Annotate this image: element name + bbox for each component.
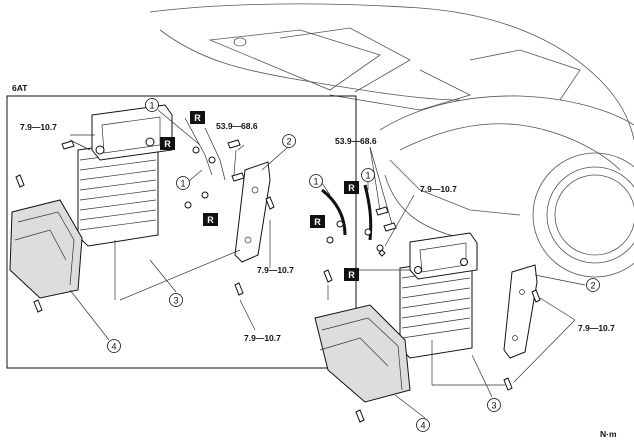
bracket (503, 264, 538, 359)
inset-bolts (15, 139, 275, 313)
svg-text:R: R (207, 215, 214, 225)
inset-torque-label: 7.9—10.7 (257, 265, 294, 275)
inset-oil-cooler (77, 104, 173, 247)
inset-torque-label: 53.9—68.6 (216, 121, 258, 131)
callout-2: 2 (586, 278, 600, 292)
inset-title: 6AT (12, 83, 28, 93)
inset-bracket-hole (251, 186, 259, 194)
leader-lines (319, 146, 586, 419)
callout-1: 1 (145, 98, 159, 112)
inset-bracket-hole (244, 236, 252, 244)
callout-3: 3 (487, 398, 501, 412)
bolts (323, 206, 541, 423)
hoses (321, 184, 384, 252)
torque-label: 7.9—10.7 (578, 323, 615, 333)
svg-text:2: 2 (590, 281, 595, 291)
inset-torque-label: 7.9—10.7 (20, 122, 57, 132)
callout-1: 1 (176, 176, 190, 190)
inset-leader-lines (69, 109, 289, 341)
replace-marker: R (190, 111, 205, 124)
svg-text:R: R (314, 217, 321, 227)
svg-text:R: R (348, 270, 355, 280)
callout-1: 1 (309, 174, 323, 188)
svg-text:1: 1 (365, 171, 370, 181)
svg-text:R: R (164, 139, 171, 149)
torque-label: 7.9—10.7 (420, 184, 457, 194)
air-guide (314, 304, 411, 403)
svg-text:R: R (348, 183, 355, 193)
callout-4: 4 (416, 418, 430, 432)
svg-text:4: 4 (111, 342, 116, 352)
svg-text:1: 1 (180, 179, 185, 189)
svg-text:1: 1 (149, 101, 154, 111)
unit-label: N·m (600, 429, 617, 439)
svg-text:2: 2 (286, 137, 291, 147)
replace-marker: R (160, 137, 175, 150)
svg-text:1: 1 (313, 177, 318, 187)
inset-bracket (234, 161, 271, 263)
replace-marker: R (344, 268, 359, 281)
callout-1: 1 (361, 168, 375, 182)
replace-marker: R (310, 215, 325, 228)
callout-2: 2 (282, 134, 296, 148)
inset-torque-label: 7.9—10.7 (244, 333, 281, 343)
svg-text:4: 4 (420, 421, 425, 431)
svg-text:R: R (194, 113, 201, 123)
replace-marker: R (203, 213, 218, 226)
svg-text:3: 3 (173, 296, 178, 306)
inset-air-guide (9, 199, 83, 299)
replace-marker: R (344, 181, 359, 194)
inset-hoses (184, 117, 226, 209)
callout-4: 4 (107, 339, 121, 353)
inset-frame (6, 95, 357, 369)
front-wheel (532, 152, 634, 278)
torque-label: 53.9—68.6 (335, 136, 377, 146)
oil-cooler (399, 232, 478, 359)
callout-3: 3 (169, 293, 183, 307)
svg-text:3: 3 (491, 401, 496, 411)
